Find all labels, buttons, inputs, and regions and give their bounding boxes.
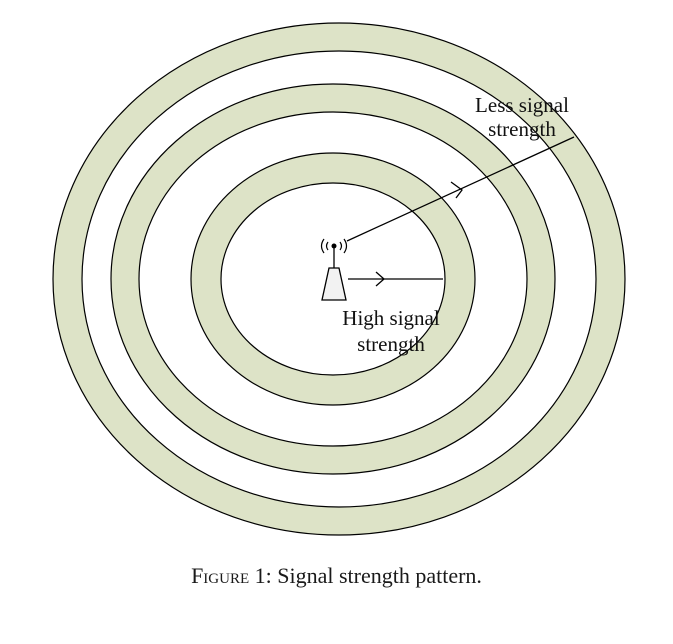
caption-text: : Signal strength pattern. bbox=[265, 563, 482, 588]
figure-label: Figure 1 bbox=[191, 563, 266, 588]
high-signal-label-line1: High signal bbox=[342, 306, 440, 330]
less-signal-arrow bbox=[346, 136, 575, 242]
signal-strength-diagram: Less signal strength High signal strengt… bbox=[52, 22, 626, 536]
figure-caption: Figure 1: Signal strength pattern. bbox=[0, 563, 673, 589]
antenna-tower-icon bbox=[320, 238, 348, 301]
high-signal-arrow bbox=[348, 271, 443, 287]
high-signal-label-line2: strength bbox=[357, 332, 425, 356]
less-signal-label-line1: Less signal bbox=[475, 93, 569, 117]
less-signal-label-line2: strength bbox=[488, 117, 556, 141]
